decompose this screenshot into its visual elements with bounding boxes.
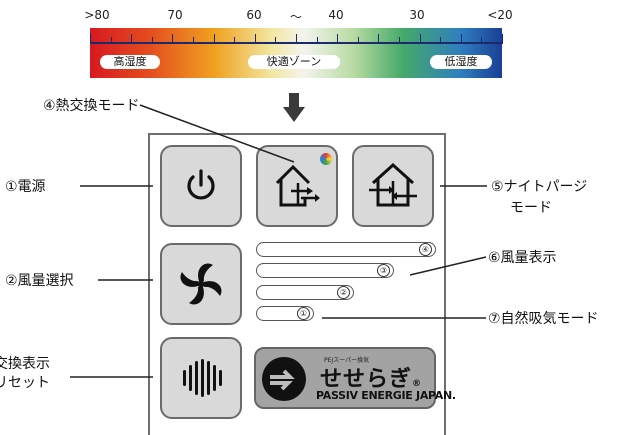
scale-tick: [460, 34, 462, 44]
logo-main-text: せせらぎ®: [320, 367, 423, 392]
callout-natural-intake-mode: ⑦自然吸気モード: [488, 311, 599, 327]
scale-tick: [193, 37, 194, 44]
brand-logo: PEJスーパー換気 せせらぎ® PASSIV ENERGIE JAPAN.: [254, 347, 456, 409]
filter-icon: [183, 359, 222, 397]
scale-tick: [275, 37, 277, 44]
scale-tick: [440, 37, 442, 44]
night-purge-mode-button[interactable]: [352, 145, 434, 227]
house-night-purge-icon: [369, 162, 417, 207]
airflow-level-bar-4: ④: [256, 242, 436, 257]
callout-night-purge-line2: モード: [510, 200, 552, 216]
scale-tick: [357, 37, 359, 44]
airflow-level-bar-3: ③: [256, 263, 394, 278]
scale-tick: [151, 37, 153, 44]
callout-night-purge-line1: ⑤ナイトパージ: [491, 179, 588, 195]
callout-exchange-reset-line2: リセット: [0, 375, 50, 391]
exchange-reset-button[interactable]: [160, 337, 242, 419]
power-icon: [187, 169, 215, 200]
tick-label: 30: [409, 8, 425, 22]
logo-small-text: PEJスーパー換気: [324, 357, 370, 364]
down-arrow-icon: [283, 93, 305, 122]
tick-label: <20: [487, 8, 513, 22]
brand-logo-mark-icon: [262, 357, 306, 401]
scale-tick: [296, 34, 297, 44]
scale-tick: [213, 34, 215, 44]
scale-tick: [481, 37, 483, 44]
scale-tick: [419, 34, 421, 44]
house-heat-exchange-icon: [275, 164, 320, 207]
callout-airflow-display: ⑥風量表示: [488, 250, 557, 266]
scale-tick: [316, 37, 318, 44]
airflow-level-number: ③: [377, 264, 390, 277]
tick-label: 70: [167, 8, 183, 22]
rainbow-indicator-icon: [320, 153, 332, 165]
leader-line-airflow-display: [409, 256, 487, 276]
heat-exchange-mode-button[interactable]: [256, 145, 338, 227]
scale-tick: [172, 34, 174, 44]
scale-tick: [378, 34, 380, 44]
callout-exchange-display-line1: 交換表示: [0, 356, 50, 372]
airflow-level-number: ④: [419, 243, 432, 256]
airflow-level-number: ①: [297, 307, 310, 320]
scale-tick: [337, 34, 339, 44]
zone-comfort-label: 快適ゾーン: [248, 55, 340, 69]
tick-label: ～: [289, 10, 303, 24]
scale-tick: [502, 34, 503, 44]
scale-tick: [399, 37, 400, 44]
callout-airflow-select: ②風量選択: [5, 273, 74, 289]
airflow-level-bar-1: ①: [256, 306, 314, 321]
scale-tick: [254, 34, 256, 44]
zone-high-label: 高湿度: [100, 55, 160, 69]
tick-label: 40: [328, 8, 344, 22]
callout-heat-exchange-mode: ④熱交換モード: [43, 98, 140, 114]
logo-sub-text: PASSIV ENERGIE JAPAN.: [316, 389, 456, 402]
leader-line-heat-exchange: [139, 104, 295, 163]
scale-tick: [234, 37, 236, 44]
scale-tick: [90, 34, 91, 44]
airflow-select-button[interactable]: [160, 243, 242, 325]
airflow-level-number: ②: [337, 286, 350, 299]
callout-power: ①電源: [5, 179, 46, 195]
scale-tick: [110, 37, 112, 44]
airflow-level-bar-2: ②: [256, 285, 354, 300]
tick-label: >80: [84, 8, 110, 22]
fan-icon: [180, 263, 222, 305]
scale-tick: [131, 34, 133, 44]
power-button[interactable]: [160, 145, 242, 227]
tick-label: 60: [246, 8, 262, 22]
zone-low-label: 低湿度: [430, 55, 492, 69]
